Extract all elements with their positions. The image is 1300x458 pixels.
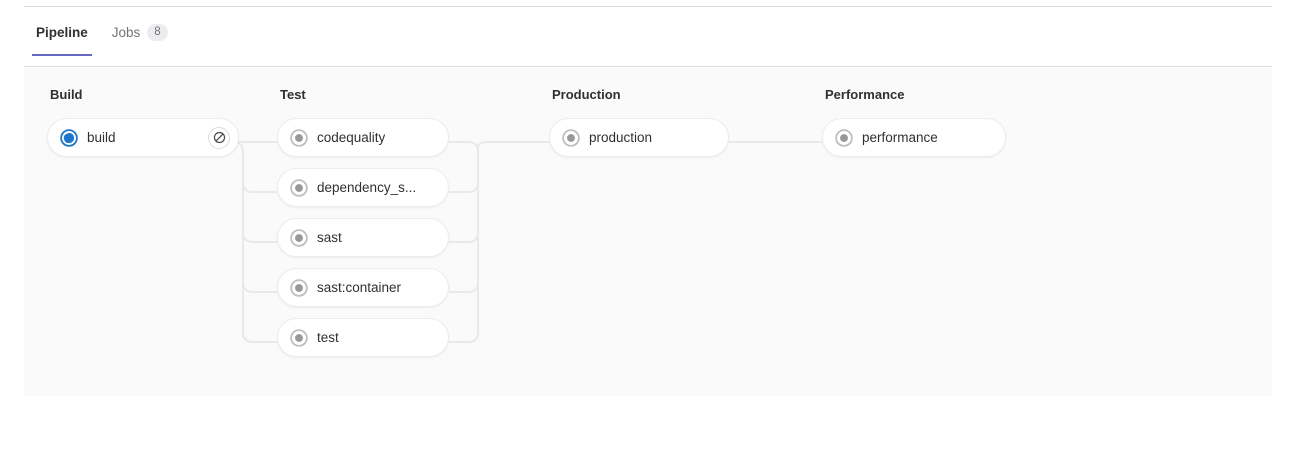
status-created-icon xyxy=(290,128,308,147)
stage-build-jobs: build xyxy=(47,118,239,157)
connector-test-to-production xyxy=(477,141,549,152)
stage-test: Test codequality dependency_s... xyxy=(277,86,449,357)
connector-fanin-3 xyxy=(449,182,479,243)
job-name-dependency-scanning: dependency_s... xyxy=(317,179,417,195)
job-name-production: production xyxy=(589,129,653,145)
stage-title-performance: Performance xyxy=(825,87,905,102)
pipeline-tab-bar: Pipeline Jobs 8 xyxy=(24,22,1272,67)
connector-fanin-5 xyxy=(449,282,479,343)
cancel-icon xyxy=(213,131,225,144)
job-node-codequality[interactable]: codequality xyxy=(277,118,449,157)
tab-jobs-count-badge: 8 xyxy=(147,24,168,41)
connector-fanout-4 xyxy=(242,278,277,293)
job-node-test[interactable]: test xyxy=(277,318,449,357)
pipeline-graph: Build build xyxy=(24,68,1272,396)
job-node-production[interactable]: production xyxy=(549,118,729,157)
job-node-sast-container[interactable]: sast:container xyxy=(277,268,449,307)
status-running-icon xyxy=(60,128,78,147)
job-name-codequality: codequality xyxy=(317,129,386,145)
stage-title-production: Production xyxy=(552,87,621,102)
tab-pipeline[interactable]: Pipeline xyxy=(24,22,100,56)
job-name-test: test xyxy=(317,329,339,345)
job-node-build[interactable]: build xyxy=(47,118,239,157)
stage-title-test: Test xyxy=(280,87,306,102)
connector-trunk-left xyxy=(232,141,254,343)
pipeline-graph-panel: Build build xyxy=(24,68,1272,396)
status-created-icon xyxy=(562,128,580,147)
job-node-sast[interactable]: sast xyxy=(277,218,449,257)
connector-fanin-1 xyxy=(449,141,479,332)
connector-fanin-4 xyxy=(449,232,479,293)
stage-production-jobs: production xyxy=(549,118,729,157)
tab-jobs-label: Jobs xyxy=(111,25,141,40)
connector-build-to-test-trunk xyxy=(231,141,254,343)
stage-performance: Performance performance xyxy=(822,86,1006,157)
status-created-icon xyxy=(290,328,308,347)
job-name-build: build xyxy=(87,129,116,145)
status-created-icon xyxy=(290,228,308,247)
tab-pipeline-label: Pipeline xyxy=(36,25,88,40)
stage-performance-jobs: performance xyxy=(822,118,1006,157)
connector-fanout-3 xyxy=(242,228,277,243)
job-node-dependency-scanning[interactable]: dependency_s... xyxy=(277,168,449,207)
stage-build: Build build xyxy=(47,86,239,157)
connector-fanout-5 xyxy=(242,328,277,343)
stage-production: Production production xyxy=(549,86,729,157)
stage-title-build: Build xyxy=(50,87,83,102)
connector-fanout-2 xyxy=(242,178,277,193)
status-created-icon xyxy=(290,278,308,297)
cancel-job-button[interactable] xyxy=(208,126,230,149)
status-created-icon xyxy=(835,128,853,147)
stage-test-jobs: codequality dependency_s... sast xyxy=(277,118,449,357)
tab-jobs[interactable]: Jobs 8 xyxy=(100,22,180,55)
job-name-sast: sast xyxy=(317,229,342,245)
status-created-icon xyxy=(290,178,308,197)
connector-fanin-2 xyxy=(449,152,479,193)
job-name-sast-container: sast:container xyxy=(317,279,402,295)
job-name-performance: performance xyxy=(862,129,938,145)
job-node-performance[interactable]: performance xyxy=(822,118,1006,157)
content-top-divider xyxy=(24,6,1272,7)
